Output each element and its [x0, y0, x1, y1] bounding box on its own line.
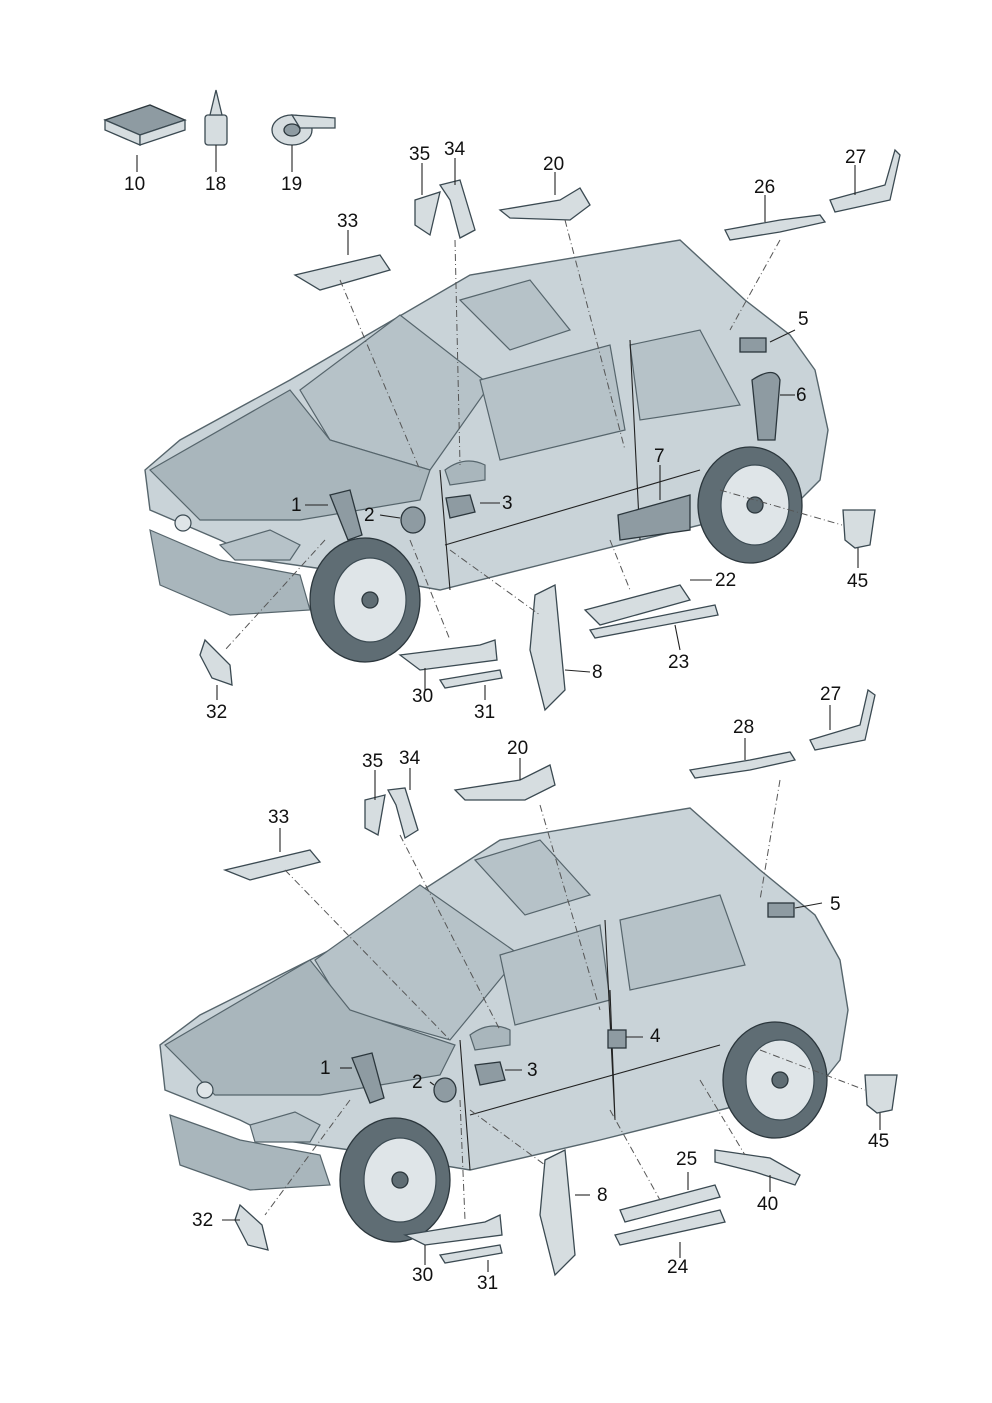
label-19: 19	[281, 174, 303, 195]
label-32: 32	[206, 702, 228, 723]
label-33-b: 33	[268, 807, 290, 828]
part-4-pad-b	[607, 1029, 627, 1049]
label-45-b: 45	[868, 1131, 890, 1152]
label-8: 8	[592, 662, 603, 683]
part-33-damper-strip-b	[222, 849, 322, 881]
label-27-b: 27	[820, 684, 842, 705]
part-45-plug-b	[864, 1074, 898, 1114]
label-20: 20	[543, 154, 565, 175]
label-26: 26	[754, 177, 776, 198]
part-5-pad-b	[767, 902, 795, 918]
part-7-sill-insulation	[617, 494, 691, 541]
label-23: 23	[668, 652, 690, 673]
part-28-damper-strip-b	[688, 751, 797, 779]
part-45-plug	[842, 509, 876, 549]
part-34-damper	[438, 179, 476, 239]
part-3-pad	[445, 494, 476, 519]
part-20-damper-strip-b	[453, 764, 556, 801]
label-35-b: 35	[362, 751, 384, 772]
part-2-grommet	[400, 506, 426, 534]
label-1-b: 1	[320, 1058, 331, 1079]
label-33: 33	[337, 211, 359, 232]
part-5-pad	[739, 337, 767, 353]
part-27-damper-strip-b	[809, 688, 876, 751]
label-31: 31	[474, 702, 496, 723]
top-leader-lines	[136, 145, 859, 700]
part-23-damper	[588, 604, 719, 639]
car-3-door	[144, 239, 829, 663]
label-34-b: 34	[399, 748, 421, 769]
part-6-wheelhouse-liner	[751, 371, 781, 441]
part-32-bracket-b	[234, 1203, 269, 1251]
part-30-damper	[398, 639, 498, 671]
part-20-damper-strip	[498, 187, 591, 221]
part-35-damper-b	[364, 794, 386, 836]
part-3-pad-b	[474, 1061, 506, 1086]
label-6: 6	[796, 385, 807, 406]
part-34-damper-b	[386, 787, 419, 840]
part-35-damper	[414, 191, 441, 237]
label-10: 10	[124, 174, 146, 195]
part-32-bracket	[199, 638, 233, 686]
label-31-b: 31	[477, 1273, 499, 1294]
label-8-b: 8	[597, 1185, 608, 1206]
part-2-grommet-b	[433, 1077, 457, 1103]
part-22-damper	[583, 584, 692, 626]
label-1: 1	[291, 495, 302, 516]
label-4-b: 4	[650, 1026, 661, 1047]
part-26-damper-strip	[724, 214, 827, 241]
part-31-damper	[438, 669, 503, 689]
car-5-door	[159, 807, 849, 1243]
label-25-b: 25	[676, 1149, 698, 1170]
label-18: 18	[205, 174, 227, 195]
label-32-b: 32	[192, 1210, 214, 1231]
part-19-tape-roll	[271, 114, 336, 146]
part-1-wheelhouse-liner	[329, 489, 363, 541]
part-31-damper-b	[438, 1244, 503, 1264]
label-5: 5	[798, 309, 809, 330]
label-24-b: 24	[667, 1257, 689, 1278]
label-3-b: 3	[527, 1060, 538, 1081]
label-7: 7	[654, 446, 665, 467]
label-45: 45	[847, 571, 869, 592]
part-27-damper-strip	[829, 148, 901, 213]
label-5-b: 5	[830, 894, 841, 915]
label-27: 27	[845, 147, 867, 168]
label-20-b: 20	[507, 738, 529, 759]
part-8-sill-damper-b	[539, 1148, 576, 1277]
part-30-damper-b	[402, 1214, 503, 1246]
label-34: 34	[444, 139, 466, 160]
part-1-wheelhouse-liner-b	[351, 1052, 385, 1104]
part-18-adhesive-tube	[204, 89, 228, 146]
label-30: 30	[412, 686, 434, 707]
label-3: 3	[502, 493, 513, 514]
label-30-b: 30	[412, 1265, 434, 1286]
part-8-sill-damper	[529, 583, 566, 712]
label-35: 35	[409, 144, 431, 165]
label-22: 22	[715, 570, 737, 591]
part-33-damper-strip	[293, 254, 392, 291]
part-10-sound-mat	[103, 104, 187, 146]
label-2: 2	[364, 505, 375, 526]
bottom-leader-lines	[222, 705, 881, 1272]
part-25-damper-b	[619, 1184, 721, 1223]
part-24-damper-b	[614, 1209, 726, 1246]
part-40-damper-b	[714, 1149, 801, 1186]
label-40-b: 40	[757, 1194, 779, 1215]
label-2-b: 2	[412, 1072, 423, 1093]
label-28-b: 28	[733, 717, 755, 738]
